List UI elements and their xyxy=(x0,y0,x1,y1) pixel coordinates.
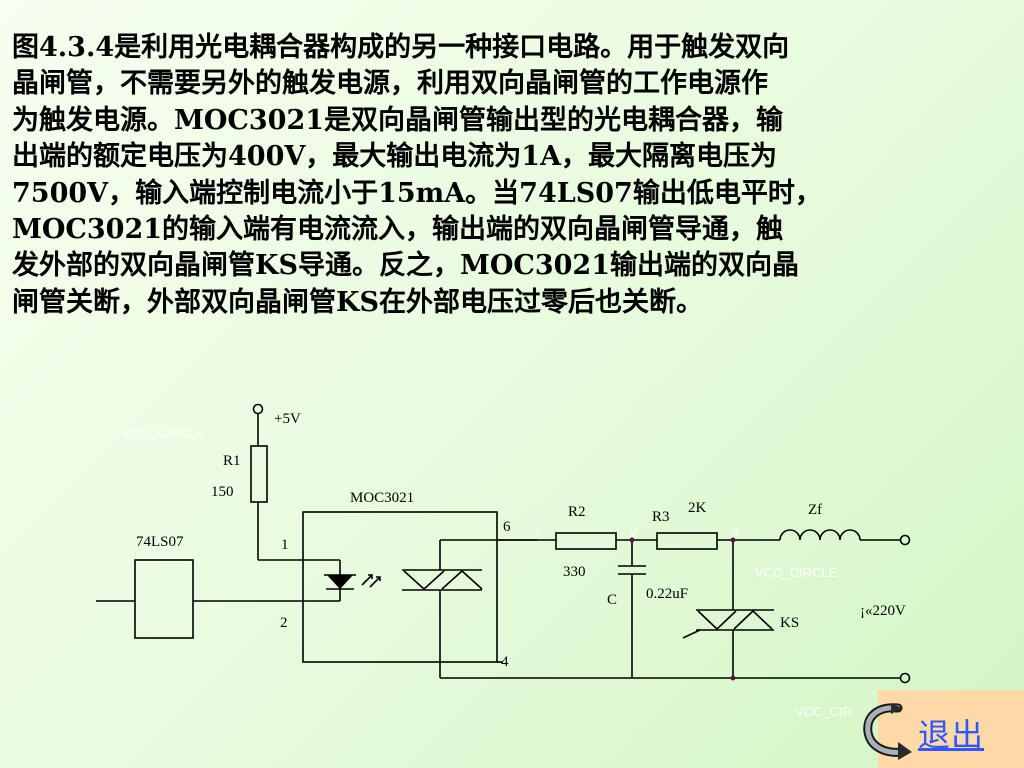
return-arrow-icon[interactable] xyxy=(858,700,918,762)
r1-value-label: 150 xyxy=(211,484,234,500)
ghost-node-label: 2 xyxy=(630,524,637,539)
ghost-vcc-label: VCC_CIRCLE xyxy=(755,565,838,580)
ghost-node-label: 3 xyxy=(732,524,739,539)
paragraph-line: 发外部的双向晶闸管KS导通。反之，MOC3021输出端的双向晶 xyxy=(12,250,800,282)
pin6-label: 6 xyxy=(503,519,511,535)
ghost-node-label: 1 xyxy=(534,524,541,539)
ghost-vcc-label: VCC_CIR xyxy=(795,704,852,719)
r3-value-label: 2K xyxy=(688,500,707,516)
triac-label: KS xyxy=(780,615,799,631)
junction-dot xyxy=(730,675,736,681)
paragraph-line: MOC3021的输入端有电流流入，输出端的双向晶闸管导通，触 xyxy=(12,213,784,245)
led-symbol xyxy=(327,575,353,590)
paragraph-line: 图4.3.4是利用光电耦合器构成的另一种接口电路。用于触发双向 xyxy=(12,32,790,63)
r3-name-label: R3 xyxy=(652,509,670,525)
mains-label: ¡«220V xyxy=(860,603,906,619)
pin2-label: 2 xyxy=(280,615,288,631)
r2-resistor xyxy=(555,532,617,550)
vcc-label: +5V xyxy=(274,411,301,427)
exit-link[interactable]: 退出 xyxy=(918,716,985,754)
r2-name-label: R2 xyxy=(568,504,586,520)
r1-resistor xyxy=(250,445,268,503)
moc3021-box xyxy=(302,511,498,663)
chip-label: 74LS07 xyxy=(136,534,184,550)
r3-resistor xyxy=(656,532,718,550)
mains-terminal-bottom xyxy=(899,672,911,684)
r2-value-label: 330 xyxy=(563,564,586,580)
junction-dot xyxy=(730,537,736,543)
zf-inductor xyxy=(779,529,861,541)
mains-terminal-top xyxy=(899,534,911,546)
cap-value-label: 0.22uF xyxy=(646,586,688,602)
load-label: Zf xyxy=(808,502,822,518)
description-paragraph: 图4.3.4是利用光电耦合器构成的另一种接口电路。用于触发双向 晶闸管，不需要另… xyxy=(12,30,1012,321)
pin4-label: 4 xyxy=(501,654,509,670)
r1-name-label: R1 xyxy=(223,453,241,469)
paragraph-line: 7500V，输入端控制电流小于15mA。当74LS07输出低电平时， xyxy=(12,177,822,209)
74ls07-chip xyxy=(134,559,194,639)
junction-dot xyxy=(629,537,635,543)
paragraph-line: 闸管关断，外部双向晶闸管KS在外部电压过零后也关断。 xyxy=(12,286,703,318)
vcc-terminal xyxy=(252,403,264,415)
paragraph-line: 为触发电源。MOC3021是双向晶闸管输出型的光电耦合器，输 xyxy=(12,104,784,136)
paragraph-line: 晶闸管，不需要另外的触发电源，利用双向晶闸管的工作电源作 xyxy=(12,68,768,100)
cap-name-label: C xyxy=(607,592,617,608)
opto-label: MOC3021 xyxy=(350,490,414,506)
paragraph-line: 出端的额定电压为400V，最大输出电流为1A，最大隔离电压为 xyxy=(12,141,778,173)
pin1-label: 1 xyxy=(281,537,289,553)
ghost-vcc-label: VCC_CIRCLE xyxy=(122,425,205,440)
